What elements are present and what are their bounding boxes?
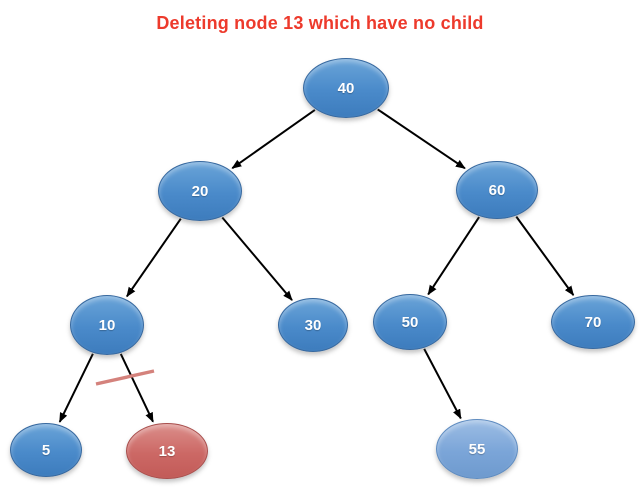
tree-node-5: 5 bbox=[10, 423, 82, 477]
tree-node-30: 30 bbox=[278, 298, 348, 352]
tree-node-label: 60 bbox=[488, 181, 506, 199]
tree-node-70: 70 bbox=[551, 295, 635, 349]
tree-node-label: 10 bbox=[98, 316, 116, 334]
tree-node-label: 20 bbox=[191, 182, 209, 200]
tree-node-50: 50 bbox=[373, 294, 447, 350]
edge-20-to-10 bbox=[126, 218, 182, 298]
tree-node-60: 60 bbox=[456, 161, 538, 219]
edge-40-to-60 bbox=[377, 108, 466, 170]
tree-node-label: 50 bbox=[401, 313, 419, 331]
tree-node-20: 20 bbox=[158, 161, 242, 221]
tree-node-40: 40 bbox=[303, 58, 389, 118]
edge-20-to-30 bbox=[221, 216, 293, 301]
edge-10-to-13 bbox=[119, 353, 154, 423]
edge-60-to-70 bbox=[515, 216, 575, 296]
edge-10-to-5 bbox=[58, 353, 94, 423]
tree-node-label: 5 bbox=[41, 441, 51, 459]
tree-node-label: 13 bbox=[158, 442, 176, 460]
tree-node-label: 70 bbox=[584, 313, 602, 331]
edge-50-to-55 bbox=[423, 348, 462, 420]
tree-node-label: 40 bbox=[337, 79, 355, 97]
tree-node-10: 10 bbox=[70, 295, 144, 355]
tree-node-label: 55 bbox=[468, 440, 486, 458]
edge-40-to-20 bbox=[231, 109, 316, 170]
tree-node-13: 13 bbox=[126, 423, 208, 479]
edge-60-to-50 bbox=[427, 216, 480, 296]
edge-cut-mark bbox=[95, 369, 155, 386]
diagram-title: Deleting node 13 which have no child bbox=[156, 13, 484, 33]
tree-node-55: 55 bbox=[436, 419, 518, 479]
tree-node-label: 30 bbox=[304, 316, 322, 334]
